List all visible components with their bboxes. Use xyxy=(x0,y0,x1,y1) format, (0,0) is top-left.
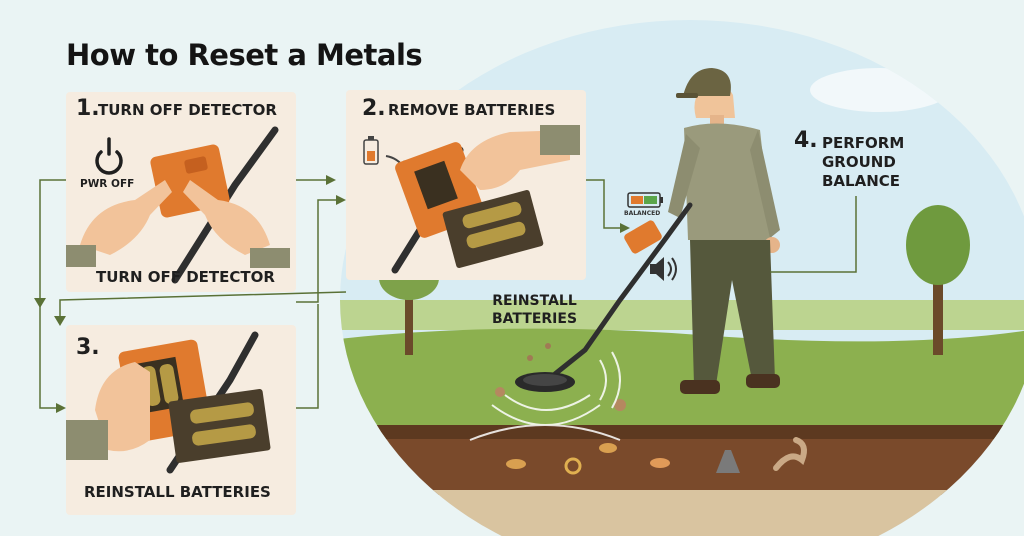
step4-number: 4. xyxy=(794,128,818,153)
step4-label-line1: PERFORM xyxy=(822,134,905,152)
detector-shaft xyxy=(552,202,693,377)
subsoil xyxy=(340,490,1024,536)
step1-label: TURN OFF DETECTOR xyxy=(98,101,277,119)
battery-icon xyxy=(627,192,663,208)
trousers xyxy=(690,240,775,385)
step4-label: PERFORM GROUND BALANCE xyxy=(822,134,904,191)
power-icon xyxy=(95,137,123,175)
buried-bone xyxy=(773,437,807,471)
reinstall-line1: REINSTALL xyxy=(492,293,577,309)
person xyxy=(515,68,780,394)
flow-connectors xyxy=(39,179,857,409)
outdoor-scene xyxy=(340,20,1024,536)
step1-illustration xyxy=(66,126,290,284)
cloud xyxy=(810,68,950,112)
boot xyxy=(746,374,780,388)
grass xyxy=(340,328,1024,440)
buried-tool xyxy=(716,450,740,473)
connector-arrowheads xyxy=(34,175,630,413)
shirt xyxy=(684,123,772,240)
step2-illustration xyxy=(391,125,580,274)
reinstall-line2: BATTERIES xyxy=(492,311,578,327)
step1-caption: TURN OFF DETECTOR xyxy=(96,268,275,286)
coin-icon xyxy=(650,458,670,468)
page-title: How to Reset a Metals xyxy=(66,38,423,72)
step2-number: 2. xyxy=(362,96,386,121)
step2-label: REMOVE BATTERIES xyxy=(388,101,556,119)
step3-caption: REINSTALL BATTERIES xyxy=(84,483,271,501)
ring-icon xyxy=(564,457,582,475)
step3-number: 3. xyxy=(76,335,100,360)
coin-icon xyxy=(506,459,526,469)
boot xyxy=(680,380,720,394)
step3-illustration xyxy=(66,331,271,474)
detector-control-box xyxy=(624,220,662,254)
balanced-status-label: BALANCED xyxy=(624,210,661,217)
reinstall-batteries-label: REINSTALL BATTERIES xyxy=(492,292,577,328)
power-off-label: PWR OFF xyxy=(80,178,135,190)
signal-waves xyxy=(469,351,621,441)
battery-icon xyxy=(363,136,379,165)
cap xyxy=(683,68,731,96)
step4-label-line3: BALANCE xyxy=(822,172,901,190)
step1-number: 1. xyxy=(76,96,100,121)
speaker-icon xyxy=(650,257,677,281)
coin-icon xyxy=(599,443,617,453)
tree-icon xyxy=(906,205,970,355)
step4-label-line2: GROUND xyxy=(822,153,896,171)
